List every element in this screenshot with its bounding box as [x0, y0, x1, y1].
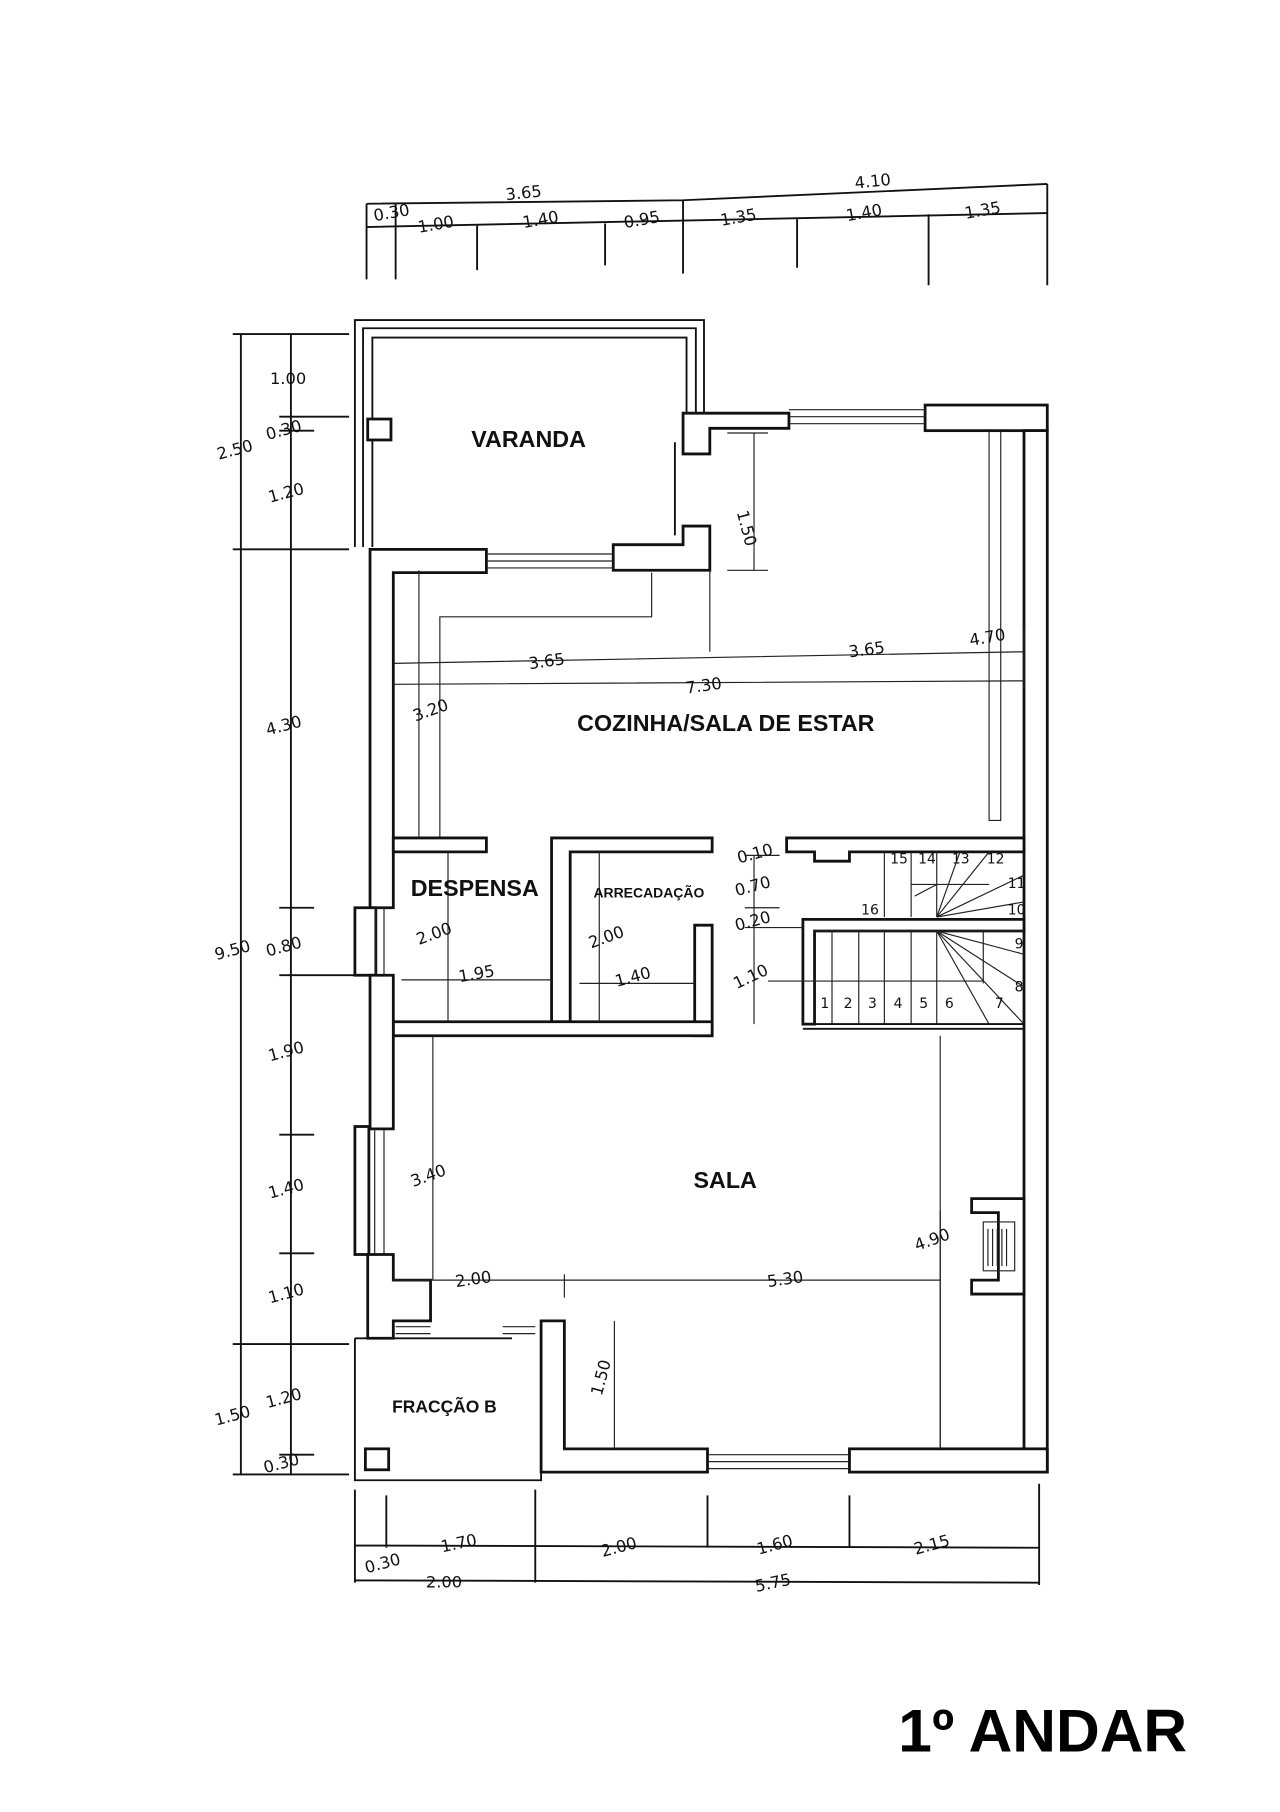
walls [353, 319, 1049, 1482]
dim-left-1-00: 1.00 [270, 369, 306, 388]
dim-hall-0-70: 0.70 [733, 872, 773, 900]
room-label-cozinha: COZINHA/SALA DE ESTAR [577, 710, 874, 736]
dim-hall-1-10: 1.10 [730, 960, 771, 993]
fraccao-pillar [363, 1447, 391, 1472]
dim-top-1-35a: 1.35 [719, 205, 758, 230]
stair-step-number: 3 [868, 996, 877, 1012]
room-label-fraccao-b: FRACÇÃO B [392, 1396, 497, 1417]
stair-step-number: 4 [894, 996, 903, 1012]
dim-left-0-30b: 0.30 [261, 1449, 301, 1477]
dim-kitchen-left-width: 3.65 [527, 649, 566, 673]
dim-left-1-20a: 1.20 [266, 479, 306, 507]
dim-top-1-35b: 1.35 [963, 198, 1002, 223]
dim-kitchen-total-width: 7.30 [684, 674, 723, 698]
room-labels: VARANDA COZINHA/SALA DE ESTAR DESPENSA A… [392, 426, 875, 1417]
room-label-varanda: VARANDA [471, 426, 586, 452]
stair-step-number: 6 [945, 996, 954, 1012]
top-dimensions: 0.30 3.65 4.10 1.00 1.40 0.95 1.35 1.40 … [365, 170, 1049, 286]
stair-step-number: 12 [987, 852, 1005, 868]
dim-kitchen-depth: 1.50 [733, 508, 761, 548]
stair-step-number: 14 [918, 852, 936, 868]
dim-top-1-40b: 1.40 [845, 200, 884, 225]
dim-bottom-2-00a: 2.00 [599, 1533, 639, 1561]
stair-step-number: 13 [952, 852, 970, 868]
dim-left-1-40: 1.40 [266, 1175, 306, 1203]
dim-left-1-20b: 1.20 [264, 1384, 304, 1412]
dim-top-1-00: 1.00 [416, 212, 455, 237]
dim-kitchen-left-height: 3.20 [410, 695, 451, 725]
dim-left-0-30a: 0.30 [264, 416, 304, 444]
dim-top-0-95: 0.95 [622, 207, 661, 232]
stair-step-number: 9 [1015, 936, 1024, 952]
varanda-pillar [366, 417, 393, 442]
stair-step-number: 1 [820, 996, 829, 1012]
stair-step-number: 5 [919, 996, 928, 1012]
dim-entry-depth: 1.50 [587, 1358, 615, 1398]
dim-top-4-10: 4.10 [854, 170, 892, 193]
dim-top-3-65: 3.65 [505, 182, 543, 205]
stair-step-number: 8 [1015, 980, 1024, 996]
room-label-arrecadacao: ARRECADAÇÃO [593, 883, 704, 900]
dim-bottom-2-15: 2.15 [912, 1531, 952, 1559]
dim-arrecadacao-width: 1.40 [613, 963, 653, 991]
dim-left-0-80: 0.80 [264, 933, 304, 961]
dim-left-1-10: 1.10 [266, 1280, 306, 1308]
fireplace [970, 1197, 1026, 1296]
dim-bottom-2-00b: 2.00 [426, 1572, 462, 1591]
dim-bottom-0-30: 0.30 [363, 1549, 403, 1577]
left-dimensions: 2.50 9.50 1.50 1.00 0.30 1.20 4.30 0.80 … [213, 333, 371, 1477]
stair-step-number: 16 [861, 903, 879, 919]
dim-hall-0-20: 0.20 [733, 907, 773, 935]
stair-step-number: 7 [995, 996, 1004, 1012]
bottom-dimensions: 0.30 1.70 2.00 1.60 2.15 2.00 5.75 [353, 1483, 1041, 1596]
dim-sala-height: 4.90 [912, 1225, 953, 1255]
stair-step-number: 2 [844, 996, 853, 1012]
room-label-sala: SALA [694, 1167, 758, 1193]
dim-top-1-40a: 1.40 [521, 207, 560, 232]
floor-title: 1º ANDAR [898, 1696, 1187, 1764]
dim-sala-left-width: 2.00 [454, 1267, 493, 1291]
room-label-despensa: DESPENSA [411, 875, 539, 901]
dim-sala-width: 5.30 [766, 1267, 805, 1291]
dim-bottom-1-60: 1.60 [755, 1531, 795, 1559]
stair-step-number: 15 [890, 852, 908, 868]
dim-arrecadacao-height: 2.00 [586, 922, 627, 952]
stair-step-number: 11 [1008, 876, 1026, 892]
dim-left-9-50: 9.50 [213, 936, 253, 964]
dim-hall-0-10: 0.10 [735, 840, 775, 868]
dim-left-2-50: 2.50 [215, 436, 255, 464]
dim-bottom-5-75: 5.75 [753, 1570, 792, 1596]
dim-despensa-width: 1.95 [457, 961, 496, 986]
dim-left-1-50: 1.50 [213, 1402, 253, 1430]
dim-bottom-1-70: 1.70 [439, 1530, 478, 1556]
dim-left-1-90: 1.90 [266, 1037, 306, 1065]
dim-sala-left-height: 3.40 [408, 1161, 449, 1191]
dim-kitchen-right-width: 3.65 [847, 638, 886, 662]
dim-left-4-30: 4.30 [264, 712, 304, 740]
stair-step-number: 10 [1008, 903, 1026, 919]
